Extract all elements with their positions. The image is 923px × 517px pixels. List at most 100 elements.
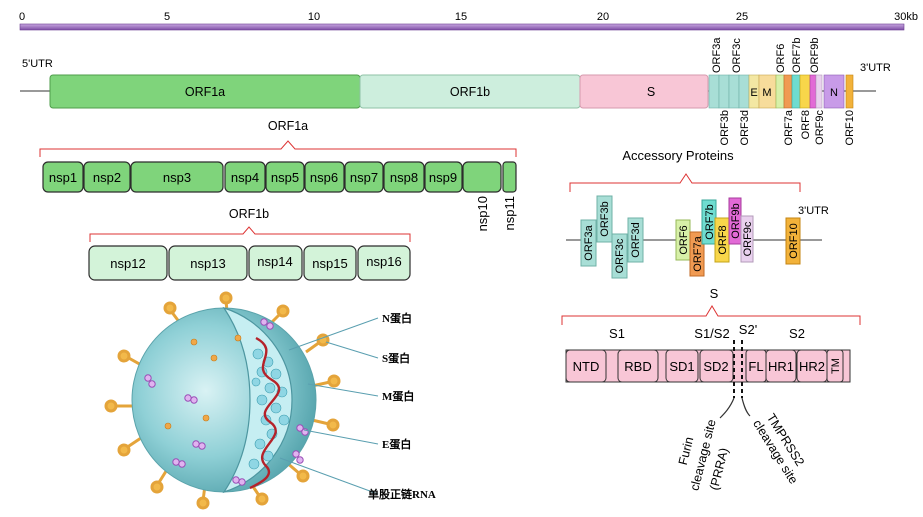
tm-label: TM: [830, 358, 842, 374]
s-gene: [579, 74, 709, 109]
tmprss2-cleavage-arrow: [741, 397, 751, 417]
orf9b-gene: [809, 74, 817, 109]
orf8-gene: [799, 74, 811, 109]
genome-label-orf10: ORF10: [844, 110, 856, 145]
nsp3-label: nsp3: [163, 170, 191, 185]
nsp1-box: [42, 161, 84, 193]
orf9c-gene: [815, 74, 823, 109]
scale-tick-15: 15: [455, 11, 467, 23]
scale-bar-track: [19, 23, 905, 31]
nsp6-label: nsp6: [310, 170, 338, 185]
nsp12-box: [88, 245, 168, 281]
m-gene-label: M: [762, 87, 771, 99]
accessory-title: Accessory Proteins: [622, 148, 734, 163]
nsp10-box: [462, 161, 502, 193]
nsp2-box: [83, 161, 131, 193]
genome-label-orf6: ORF6: [775, 44, 787, 73]
orf3d-gene: [738, 74, 750, 109]
acc-orf6-label: ORF6: [678, 225, 690, 254]
orf3c-gene: [728, 74, 740, 109]
sd1-label: SD1: [669, 359, 694, 374]
rna-strand: [249, 336, 281, 490]
s1s2-label: S1/S2: [694, 326, 729, 341]
accessory-bracket: [569, 173, 801, 192]
furin-line-1: Furin: [676, 435, 696, 466]
e-proteins: [164, 334, 242, 430]
accessory-proteins-section: Accessory Proteins 3'UTR ORF3a ORF3b ORF…: [566, 148, 829, 279]
nsp10-label: nsp10: [475, 196, 490, 231]
s2prime-label: S2': [739, 322, 757, 337]
genome-label-orf9b: ORF9b: [809, 38, 821, 73]
virion-callouts: [279, 317, 379, 495]
ntd-label: NTD: [573, 359, 600, 374]
genome-label-orf3b: ORF3b: [719, 110, 731, 145]
acc-orf7a-label: ORF7a: [692, 235, 704, 271]
scale-bar: 0 5 10 15 20 25 30kb: [19, 11, 918, 31]
acc-orf10-box: [785, 217, 801, 265]
nsp15-box: [303, 245, 357, 281]
n-gene: [823, 74, 845, 109]
nsp3-box: [130, 161, 224, 193]
genome-label-orf3d: ORF3d: [739, 110, 751, 145]
genome-label-orf9c: ORF9c: [814, 110, 826, 145]
acc-orf3b-label: ORF3b: [599, 201, 611, 236]
orf1a-nsp-section: ORF1a nsp1 nsp2 nsp3 nsp4 nsp5 nsp6 nsp7…: [39, 119, 517, 231]
nsp16-box: [357, 245, 411, 281]
nsp11-box: [502, 161, 517, 193]
rna-label: 单股正链RNA: [368, 487, 436, 501]
acc-orf3d-label: ORF3d: [630, 222, 642, 257]
orf1a-bracket: [39, 140, 517, 157]
orf1b-gene-label: ORF1b: [450, 85, 490, 99]
orf1b-bracket: [89, 226, 411, 242]
nsp5-label: nsp5: [271, 170, 299, 185]
nsp9-label: nsp9: [429, 170, 457, 185]
m-protein-label: M蛋白: [382, 389, 414, 403]
nsp2-label: nsp2: [93, 170, 121, 185]
orf1b-section-title: ORF1b: [229, 207, 269, 221]
orf1b-nsp-section: ORF1b nsp12 nsp13 nsp14 nsp15 nsp16: [88, 207, 411, 281]
genome-label-orf7b: ORF7b: [791, 38, 803, 73]
utr3-label: 3'UTR: [860, 62, 891, 74]
tm-domain: [826, 349, 844, 383]
acc-orf7b-label: ORF7b: [704, 204, 716, 239]
acc-orf9c-label: ORF9c: [742, 221, 754, 256]
orf7b-gene: [791, 74, 801, 109]
m-proteins: [144, 318, 309, 486]
nsp15-label: nsp15: [312, 256, 347, 271]
hr1-domain: [765, 349, 797, 383]
scale-tick-20: 20: [597, 11, 609, 23]
acc-orf3d-box: [627, 217, 644, 263]
s2-label: S2: [789, 326, 805, 341]
nsp5-box: [265, 161, 305, 193]
sd2-label: SD2: [703, 359, 728, 374]
acc-orf3c-label: ORF3c: [614, 238, 626, 273]
orf6-gene: [775, 74, 785, 109]
fl-label: FL: [748, 359, 763, 374]
nsp7-label: nsp7: [350, 170, 378, 185]
acc-orf8-label: ORF8: [717, 225, 729, 254]
nsp13-label: nsp13: [190, 256, 225, 271]
n-gene-label: N: [830, 87, 838, 99]
nsp1-label: nsp1: [49, 170, 77, 185]
hr1-label: HR1: [768, 359, 794, 374]
nsp11-label: nsp11: [502, 196, 517, 230]
nsp6-box: [304, 161, 345, 193]
scale-tick-5: 5: [164, 11, 170, 23]
accessory-utr3-label: 3'UTR: [798, 205, 829, 217]
hr2-label: HR2: [799, 359, 825, 374]
acc-orf10-label: ORF10: [788, 223, 800, 258]
acc-orf3b-box: [596, 195, 613, 243]
orf1a-section-title: ORF1a: [268, 119, 308, 133]
s-protein-label: S蛋白: [382, 351, 410, 365]
nsp4-label: nsp4: [231, 170, 259, 185]
s-gene-label: S: [647, 85, 655, 99]
genome-map: 5'UTR 3'UTR ORF1a ORF1b S E M N ORF3a OR…: [20, 37, 891, 145]
nsp13-box: [168, 245, 248, 281]
utr5-label: 5'UTR: [22, 58, 53, 70]
ntd-domain: [565, 349, 607, 383]
orf10-gene: [845, 74, 854, 109]
nsp7-box: [344, 161, 384, 193]
virion-illustration: N蛋白 S蛋白 M蛋白 E蛋白 单股正链RNA: [104, 291, 436, 510]
furin-cleavage-arrow: [719, 397, 735, 419]
